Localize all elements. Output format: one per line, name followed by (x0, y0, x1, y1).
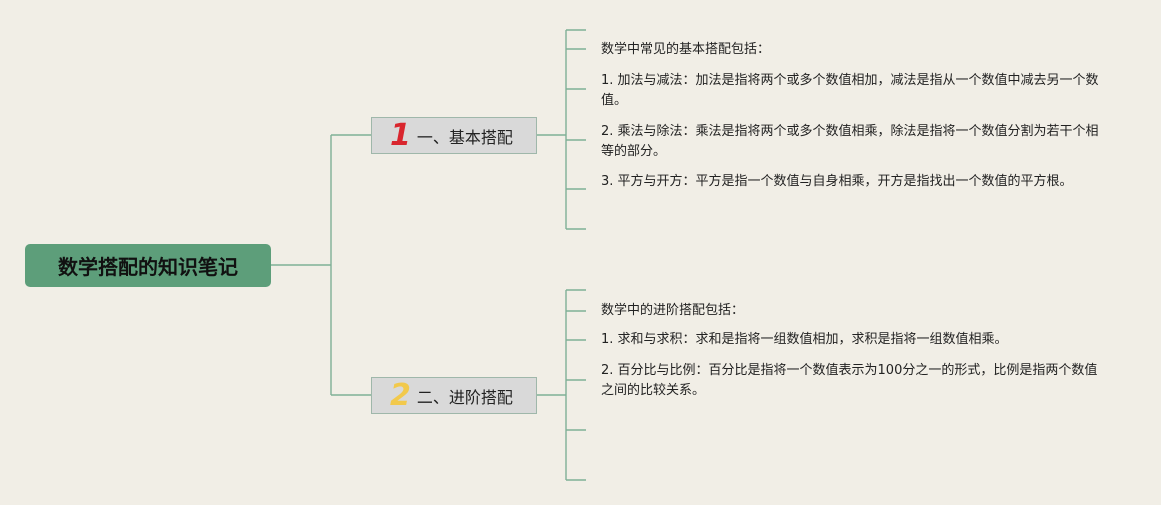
leaf-2-2[interactable]: 2. 百分比与比例：百分比是指将一个数值表示为100分之一的形式，比例是指两个数… (601, 363, 1098, 398)
branch-label-1: 一、基本搭配 (416, 127, 513, 147)
leaf-1-3[interactable]: 3. 平方与开方：平方是指一个数值与自身相乘，开方是指找出一个数值的平方根。 (601, 174, 1073, 189)
branch-node-2[interactable]: 2 二、进阶搭配 (371, 377, 537, 414)
root-node[interactable]: 数学搭配的知识笔记 (25, 244, 271, 287)
branch-number-2: 2 (390, 377, 411, 413)
leaf-2-0[interactable]: 数学中的进阶搭配包括： (601, 303, 745, 318)
leaf-1-0[interactable]: 数学中常见的基本搭配包括： (601, 42, 771, 57)
branch-number-1: 1 (390, 117, 411, 153)
branch-node-1[interactable]: 1 一、基本搭配 (371, 117, 537, 154)
leaf-1-2[interactable]: 2. 乘法与除法：乘法是指将两个或多个数值相乘，除法是指将一个数值分割为若干个相… (601, 124, 1099, 159)
leaf-1-1[interactable]: 1. 加法与减法：加法是指将两个或多个数值相加，减法是指从一个数值中减去另一个数… (601, 73, 1099, 108)
leaf-2-1[interactable]: 1. 求和与求积：求和是指将一组数值相加，求积是指将一组数值相乘。 (601, 332, 1008, 347)
root-title: 数学搭配的知识笔记 (58, 255, 238, 279)
branch-label-2: 二、进阶搭配 (416, 387, 513, 407)
